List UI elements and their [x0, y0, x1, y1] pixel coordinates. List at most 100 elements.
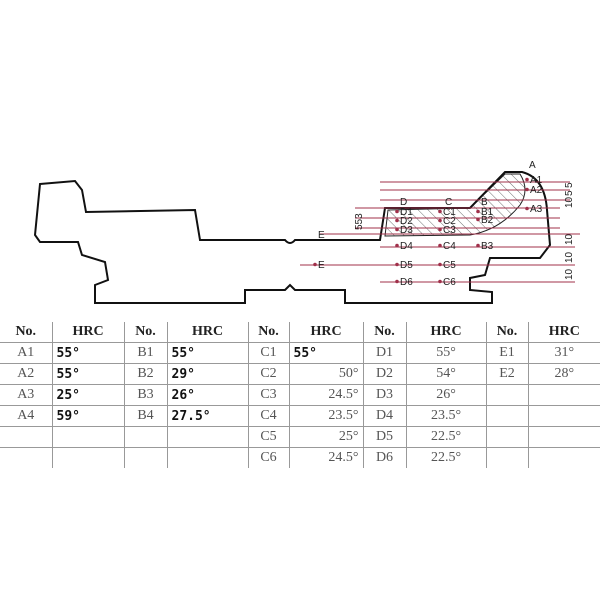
- test-point-a3: A3: [530, 204, 543, 215]
- hrc-value: 24.5°: [288, 447, 364, 468]
- point-no: [485, 384, 529, 406]
- point-no: D3: [362, 384, 407, 406]
- test-point-b3: B3: [481, 241, 494, 252]
- header-hrc: HRC: [166, 322, 249, 343]
- point-no: C4: [247, 405, 290, 427]
- header-no: No.: [0, 322, 53, 343]
- point-no: [485, 426, 529, 448]
- test-point-marker: [476, 217, 480, 222]
- dimension-label: 10: [564, 268, 575, 280]
- section-label-e: E: [318, 230, 325, 241]
- point-no: A4: [0, 405, 53, 427]
- test-point-d1: D1: [400, 207, 413, 218]
- header-no: No.: [123, 322, 168, 343]
- hrc-value: [166, 447, 249, 468]
- hrc-value: 55°: [405, 342, 487, 364]
- point-no: [0, 426, 53, 448]
- header-no: No.: [485, 322, 529, 343]
- hrc-value: 27.5°: [166, 405, 249, 427]
- point-no: B4: [123, 405, 168, 427]
- test-point-a1: A1: [530, 175, 543, 186]
- header-hrc: HRC: [405, 322, 487, 343]
- hrc-value: 26°: [405, 384, 487, 406]
- test-point-c2: C2: [443, 216, 456, 227]
- hrc-value: 55°: [166, 342, 249, 364]
- hrc-value: 28°: [527, 363, 600, 385]
- test-point-c3: C3: [443, 225, 456, 236]
- hrc-value: 23.5°: [288, 405, 364, 427]
- hrc-value: [527, 405, 600, 427]
- test-point-c1: C1: [443, 207, 456, 218]
- hrc-value: 25°: [288, 426, 364, 448]
- point-no: [0, 447, 53, 468]
- hrc-value: 26°: [166, 384, 249, 406]
- hrc-value: [51, 447, 125, 468]
- test-point-marker: [395, 209, 399, 214]
- hrc-value: 59°: [51, 405, 125, 427]
- test-point-marker: [476, 243, 480, 248]
- test-point-d5: D5: [400, 260, 413, 271]
- point-no: E1: [485, 342, 529, 364]
- test-point-marker: [395, 227, 399, 232]
- hrc-value: [527, 384, 600, 406]
- header-no: No.: [362, 322, 407, 343]
- cross-section-diagram: ABCDEA1A2A3B1B2B3C1C2C3C4C5C6D1D2D3D4D5D…: [33, 160, 580, 304]
- test-point-marker: [313, 262, 317, 267]
- part-outline: [33, 171, 552, 304]
- dimension-label: 5: [564, 182, 575, 188]
- section-label-c: C: [445, 197, 452, 208]
- point-no: C2: [247, 363, 290, 385]
- point-no: B1: [123, 342, 168, 364]
- point-no: D2: [362, 363, 407, 385]
- section-label-d: D: [400, 197, 407, 208]
- test-point-marker: [438, 262, 442, 267]
- point-no: A2: [0, 363, 53, 385]
- test-point-marker: [438, 227, 442, 232]
- point-no: C1: [247, 342, 290, 364]
- point-no: D4: [362, 405, 407, 427]
- point-no: [123, 426, 168, 448]
- test-point-marker: [438, 209, 442, 214]
- test-point-marker: [525, 177, 529, 182]
- test-point-marker: [438, 279, 442, 284]
- test-point-marker: [525, 187, 529, 192]
- hrc-value: 55°: [288, 342, 364, 364]
- point-no: B3: [123, 384, 168, 406]
- hrc-value: 24.5°: [288, 384, 364, 406]
- hrc-value: [51, 426, 125, 448]
- test-point-c5: C5: [443, 260, 456, 271]
- test-point-d3: D3: [400, 225, 413, 236]
- test-point-marker: [476, 209, 480, 214]
- test-point-marker: [395, 218, 399, 223]
- hrc-value: [166, 426, 249, 448]
- test-point-marker: [525, 206, 529, 211]
- test-point-marker: [438, 218, 442, 223]
- point-no: B2: [123, 363, 168, 385]
- point-no: A1: [0, 342, 53, 364]
- test-point-c6: C6: [443, 277, 456, 288]
- point-no: A3: [0, 384, 53, 406]
- point-no: E2: [485, 363, 529, 385]
- hrc-value: 22.5°: [405, 426, 487, 448]
- section-label-b: B: [481, 197, 488, 208]
- hrc-value: 23.5°: [405, 405, 487, 427]
- point-no: [485, 405, 529, 427]
- hrc-value: [527, 426, 600, 448]
- point-no: [123, 447, 168, 468]
- dimension-label: 10: [564, 233, 575, 245]
- test-point-a2: A2: [530, 185, 543, 196]
- hrc-value: 29°: [166, 363, 249, 385]
- hrc-value: 55°: [51, 342, 125, 364]
- test-point-d4: D4: [400, 241, 413, 252]
- hrc-value: [527, 447, 600, 468]
- point-no: D5: [362, 426, 407, 448]
- test-point-d6: D6: [400, 277, 413, 288]
- test-point-c4: C4: [443, 241, 456, 252]
